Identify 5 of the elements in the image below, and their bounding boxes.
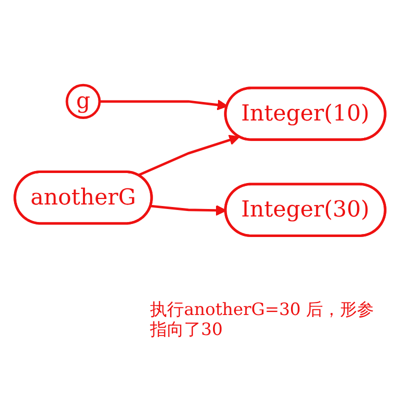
note-text: 执行anotherG=30 后，形参指向了30 (150, 300, 376, 341)
arrow (100, 99, 228, 110)
node-circle: g (66, 84, 101, 119)
arrow (150, 204, 227, 216)
arrow (138, 134, 240, 176)
